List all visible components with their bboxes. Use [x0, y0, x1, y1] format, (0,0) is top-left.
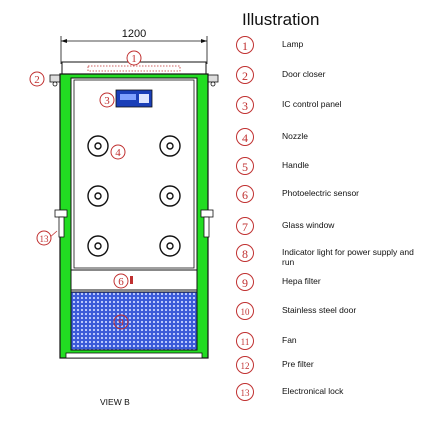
callout-2: 2: [29, 71, 45, 87]
callout-1: 1: [126, 50, 142, 66]
dimension-label: 1200: [122, 28, 146, 40]
base-plinth: [65, 352, 203, 359]
svg-text:6: 6: [118, 276, 124, 288]
legend-label: Pre filter: [282, 359, 314, 369]
legend-item-glass-window: 7 Glass window: [236, 217, 428, 241]
legend-label: Stainless steel door: [282, 305, 357, 315]
door-closer-right: [207, 74, 219, 87]
legend-item-door-closer: 2 Door closer: [236, 66, 428, 90]
legend-label: Hepa filter: [282, 276, 321, 286]
legend-label: Handle: [282, 160, 309, 170]
legend-item-stainless-steel-door: 10 Stainless steel door: [236, 302, 428, 326]
hepa-filter: [70, 291, 198, 351]
legend-title: Illustration: [242, 10, 320, 29]
legend-number: 10: [236, 302, 254, 320]
legend-label: IC control panel: [282, 99, 342, 109]
nozzles: [87, 135, 181, 257]
legend-item-indicator-light: 8 Indicator light for power supply and r…: [236, 244, 428, 268]
photoelectric-sensor: [130, 276, 133, 284]
legend-item-fan: 11 Fan: [236, 332, 428, 356]
legend-label: Fan: [282, 335, 297, 345]
door-closer-left: [49, 74, 61, 87]
callout-3: 3: [99, 92, 115, 108]
legend-label: Glass window: [282, 220, 335, 230]
legend-number: 6: [236, 185, 254, 203]
legend-item-photoelectric-sensor: 6 Photoelectric sensor: [236, 185, 428, 209]
svg-text:4: 4: [115, 147, 121, 159]
handle-left: [54, 209, 68, 238]
legend-label: Indicator light for power supply and run: [282, 247, 414, 267]
callout-13: 13: [36, 230, 52, 246]
legend-number: 7: [236, 217, 254, 235]
legend-number: 1: [236, 36, 254, 54]
nozzle: [159, 135, 181, 157]
legend-item-ic-control-panel: 3 IC control panel: [236, 96, 428, 120]
legend-label: Photoelectric sensor: [282, 188, 360, 198]
legend-item-hepa-filter: 9 Hepa filter: [236, 273, 428, 297]
legend-number: 8: [236, 244, 254, 262]
handle-right: [200, 209, 214, 238]
nozzle: [87, 185, 109, 207]
legend-item-electronical-lock: 13 Electronical lock: [236, 383, 428, 407]
nozzle: [87, 135, 109, 157]
dimension-line: [60, 36, 208, 64]
legend-label: Nozzle: [282, 131, 308, 141]
legend-label: Electronical lock: [282, 386, 344, 396]
svg-text:3: 3: [104, 95, 110, 107]
callout-markers: 1 2 3 4 6 9 13: [29, 50, 142, 330]
svg-text:2: 2: [34, 74, 40, 86]
control-panel-display: [120, 94, 136, 100]
legend-number: 3: [236, 96, 254, 114]
nozzle: [87, 235, 109, 257]
legend-label: Lamp: [282, 39, 304, 49]
legend-number: 11: [236, 332, 254, 350]
legend-number: 5: [236, 157, 254, 175]
legend-label: Door closer: [282, 69, 326, 79]
control-panel-keys: [139, 94, 149, 103]
callout-9: 9: [113, 314, 129, 330]
legend-number: 4: [236, 128, 254, 146]
nozzle: [159, 235, 181, 257]
legend-number: 13: [236, 383, 254, 401]
legend-number: 2: [236, 66, 254, 84]
view-label: VIEW B: [100, 397, 130, 407]
legend-number: 12: [236, 356, 254, 374]
nozzle: [159, 185, 181, 207]
legend-item-pre-filter: 12 Pre filter: [236, 356, 428, 380]
legend-item-handle: 5 Handle: [236, 157, 428, 181]
callout-6: 6: [113, 273, 129, 289]
svg-text:1: 1: [131, 53, 137, 65]
legend-item-lamp: 1 Lamp: [236, 36, 428, 60]
legend-item-nozzle: 4 Nozzle: [236, 128, 428, 152]
legend-number: 9: [236, 273, 254, 291]
callout-4: 4: [110, 144, 126, 160]
svg-text:13: 13: [40, 234, 50, 244]
svg-text:9: 9: [118, 317, 124, 329]
lamp: [87, 65, 181, 72]
